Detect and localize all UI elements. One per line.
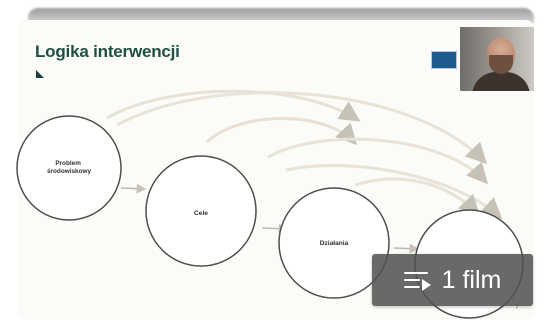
activities-node bbox=[278, 187, 390, 299]
connector-5 bbox=[285, 164, 503, 220]
eu-badge bbox=[431, 51, 457, 69]
playlist-line-icon bbox=[403, 272, 428, 274]
goals-node-label: Cele bbox=[194, 210, 208, 217]
slide-title: Logika interwencji bbox=[35, 42, 180, 61]
playlist-icon bbox=[403, 271, 431, 291]
connector-6 bbox=[354, 177, 481, 217]
play-triangle-icon bbox=[421, 279, 431, 291]
speaker-shoulders bbox=[472, 72, 530, 91]
playlist-line-icon bbox=[403, 279, 420, 281]
speaker-beard bbox=[489, 55, 513, 74]
playlist-line-icon bbox=[403, 286, 420, 288]
flow-arrow-1 bbox=[120, 183, 147, 194]
film-count-text: 1 film bbox=[441, 265, 502, 294]
connector-4 bbox=[267, 137, 488, 185]
slide-page-number: 7 bbox=[515, 304, 519, 311]
goals-node bbox=[145, 155, 257, 267]
connector-3 bbox=[205, 117, 358, 146]
speaker-webcam bbox=[460, 27, 534, 91]
connector-1 bbox=[106, 89, 361, 122]
playlist-count-overlay[interactable]: 1 film bbox=[372, 254, 533, 306]
problem-node-label: Problem środowiskowy bbox=[47, 160, 91, 175]
problem-node bbox=[16, 115, 122, 221]
connector-2 bbox=[116, 91, 488, 165]
activities-node-label: Działania bbox=[320, 240, 349, 247]
title-mark bbox=[36, 70, 44, 78]
flow-arrow-3 bbox=[393, 243, 420, 254]
